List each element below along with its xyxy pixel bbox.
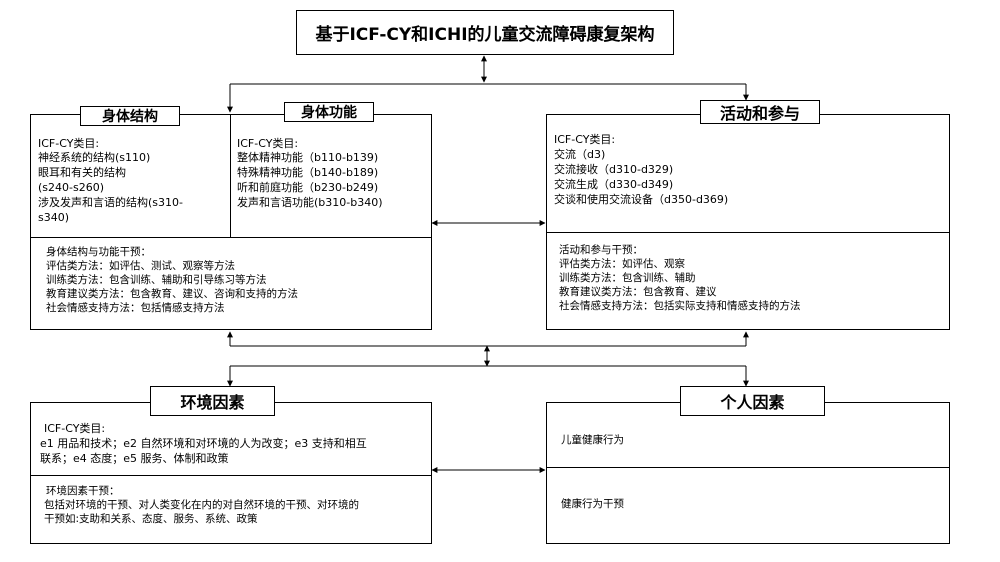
environment-category-line-2: 联系；e4 态度；e5 服务、体制和政策 bbox=[40, 452, 229, 465]
environment-divider-horizontal bbox=[30, 475, 432, 476]
body-structure-item-1: 神经系统的结构(s110) bbox=[38, 151, 151, 164]
personal-item-1: 儿童健康行为 bbox=[561, 434, 624, 446]
environment-intervention-label: 环境因素干预： bbox=[46, 485, 120, 497]
body-function-item-4: 发声和言语功能(b310-b340) bbox=[237, 196, 383, 209]
body-function-category-label: ICF-CY类目: bbox=[237, 137, 299, 150]
activity-intervention-label: 活动和参与干预： bbox=[559, 244, 643, 256]
body-function-item-3: 听和前庭功能（b230-b249) bbox=[237, 181, 379, 194]
body-divider-vertical bbox=[230, 114, 231, 238]
environment-intervention-line-1: 包括对环境的干预、对人类变化在内的对自然环境的干预、对环境的 bbox=[44, 499, 359, 511]
body-function-item-1: 整体精神功能（b110-b139) bbox=[237, 151, 379, 164]
body-structure-category-label: ICF-CY类目: bbox=[38, 137, 100, 150]
activity-divider-horizontal bbox=[546, 232, 950, 233]
activity-item-4: 交谈和使用交流设备（d350-d369) bbox=[554, 193, 729, 206]
environment-intervention-line-2: 干预如:支助和关系、态度、服务、系统、政策 bbox=[44, 513, 258, 525]
personal-header: 个人因素 bbox=[680, 386, 825, 416]
personal-divider-horizontal bbox=[546, 467, 950, 468]
activity-item-2: 交流接收（d310-d329) bbox=[554, 163, 674, 176]
body-structure-item-5: s340) bbox=[38, 211, 70, 224]
body-structure-header: 身体结构 bbox=[80, 106, 180, 126]
environment-header: 环境因素 bbox=[150, 386, 275, 416]
personal-item-2: 健康行为干预 bbox=[561, 498, 624, 510]
body-structure-item-4: 涉及发声和言语的结构(s310- bbox=[38, 196, 183, 209]
body-structure-item-3: (s240-s260) bbox=[38, 181, 105, 194]
activity-intervention-item-3: 教育建议类方法：包含教育、建议 bbox=[559, 286, 717, 298]
body-intervention-item-3: 教育建议类方法：包含教育、建议、咨询和支持的方法 bbox=[46, 288, 298, 300]
activity-participation-box bbox=[546, 114, 950, 330]
activity-intervention-item-1: 评估类方法：如评估、观察 bbox=[559, 258, 685, 270]
body-structure-item-2: 眼耳和有关的结构 bbox=[38, 166, 126, 179]
activity-category-label: ICF-CY类目: bbox=[554, 133, 616, 146]
body-function-header: 身体功能 bbox=[284, 102, 374, 122]
body-divider-horizontal bbox=[30, 237, 432, 238]
activity-item-3: 交流生成（d330-d349) bbox=[554, 178, 674, 191]
body-intervention-item-4: 社会情感支持方法：包括情感支持方法 bbox=[46, 302, 225, 314]
activity-intervention-item-4: 社会情感支持方法：包括实际支持和情感支持的方法 bbox=[559, 300, 801, 312]
environment-box bbox=[30, 402, 432, 544]
body-intervention-label: 身体结构与功能干预： bbox=[46, 246, 151, 258]
activity-intervention-item-2: 训练类方法：包含训练、辅助 bbox=[559, 272, 696, 284]
body-intervention-item-2: 训练类方法：包含训练、辅助和引导练习等方法 bbox=[46, 274, 267, 286]
activity-participation-header: 活动和参与 bbox=[700, 100, 820, 124]
personal-box bbox=[546, 402, 950, 544]
body-structure-function-box bbox=[30, 114, 432, 330]
body-intervention-item-1: 评估类方法：如评估、测试、观察等方法 bbox=[46, 260, 235, 272]
activity-item-1: 交流（d3) bbox=[554, 148, 606, 161]
environment-category-label: ICF-CY类目: bbox=[44, 422, 106, 435]
environment-category-line-1: e1 用品和技术；e2 自然环境和对环境的人为改变；e3 支持和相互 bbox=[40, 437, 367, 450]
body-function-item-2: 特殊精神功能（b140-b189) bbox=[237, 166, 379, 179]
main-title: 基于ICF-CY和ICHI的儿童交流障碍康复架构 bbox=[296, 10, 674, 55]
